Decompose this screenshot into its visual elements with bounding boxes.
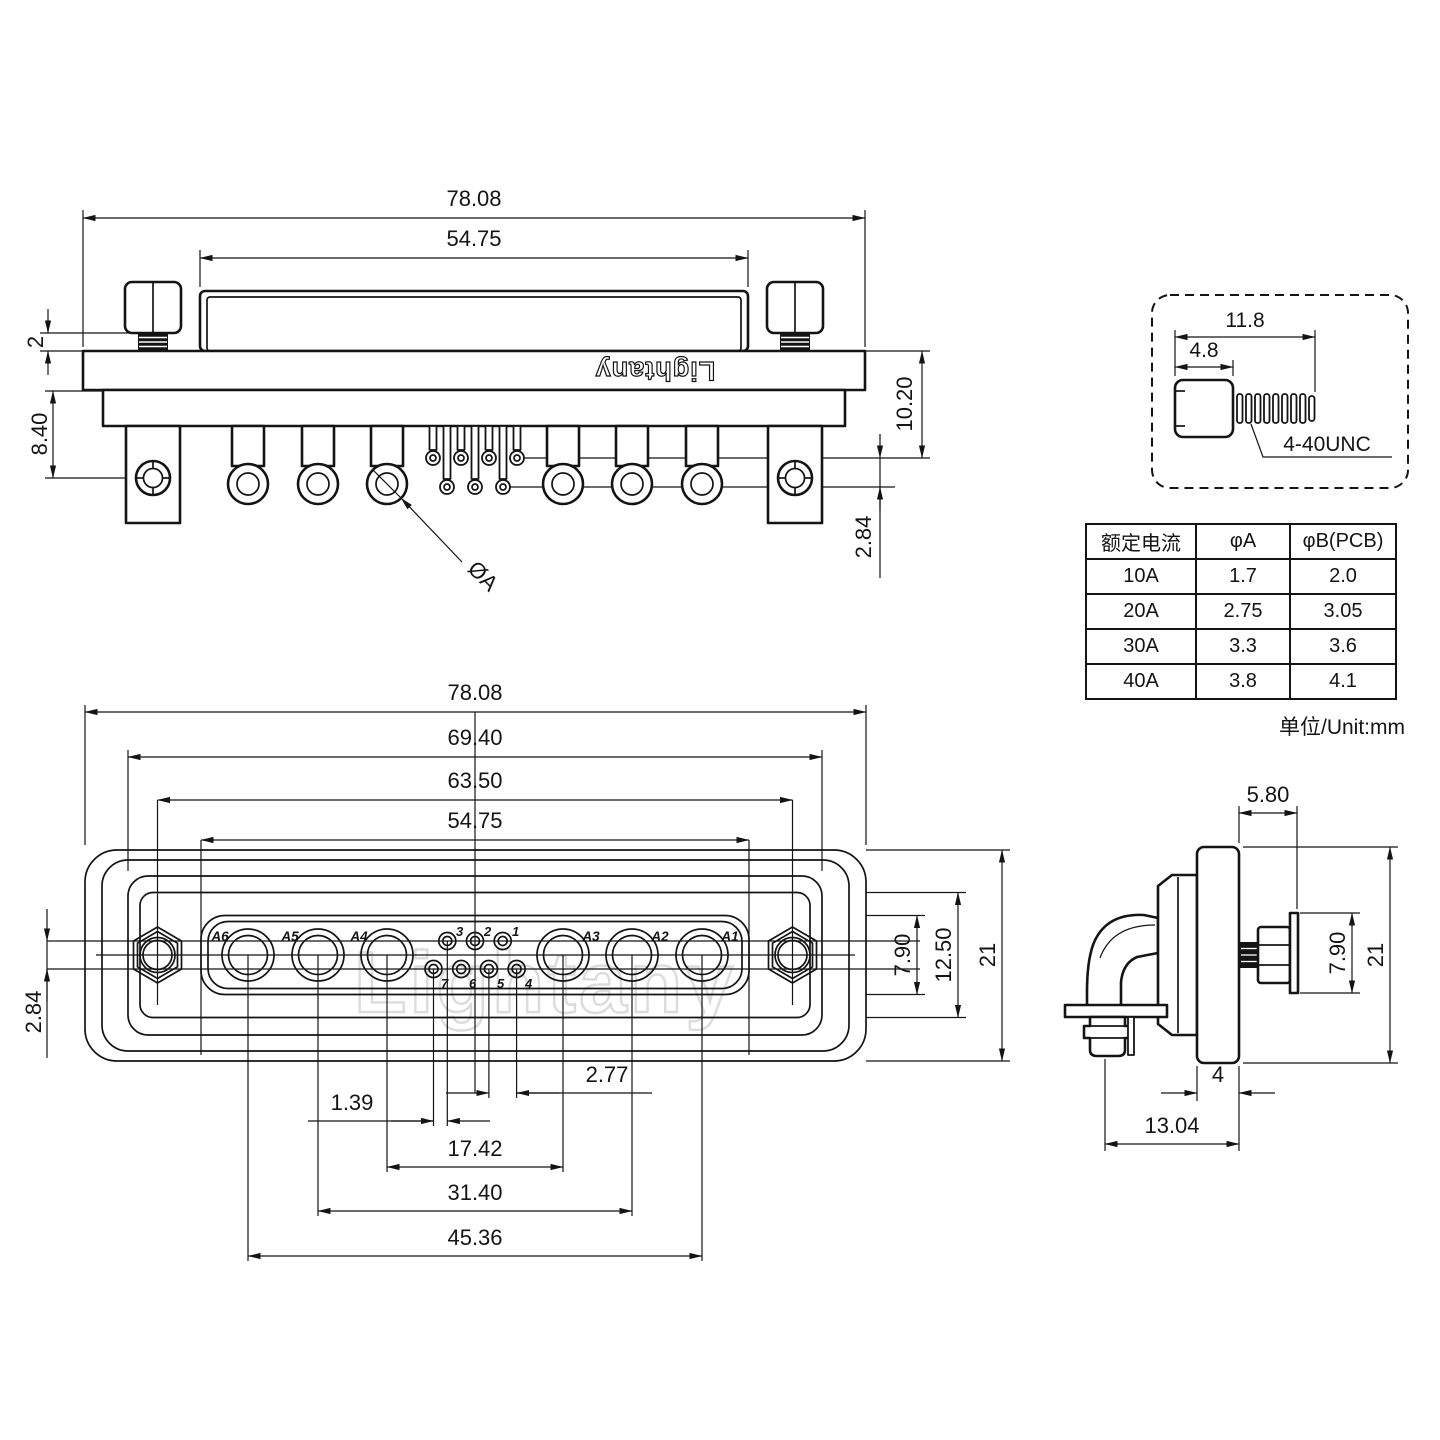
dim-front-insert-height: 12.50 xyxy=(931,927,956,982)
cell-dia-a: 2.75 xyxy=(1195,593,1291,630)
dim-top-overall-width: 78.08 xyxy=(446,186,501,211)
top-left-bracket xyxy=(124,424,182,525)
dim-screw-total-length: 11.8 xyxy=(1225,309,1264,332)
pin-label-3: 3 xyxy=(456,924,464,939)
dim-front-mount-pitch: 63.50 xyxy=(447,768,502,793)
front-view: Lightany xyxy=(21,680,1010,1261)
screw-detail: 11.8 4.8 4-40UNC xyxy=(1151,294,1409,489)
table-row: 40A 3.8 4.1 xyxy=(1085,663,1397,700)
pin-label-7: 7 xyxy=(441,976,449,991)
table-header-row: 额定电流 φA φB(PCB) xyxy=(1085,523,1397,560)
cell-dia-b: 3.6 xyxy=(1289,628,1397,665)
dim-top-thread-exposed: 2 xyxy=(23,336,48,348)
dim-front-shell-height: 7.90 xyxy=(890,934,915,977)
front-left-hex-nut xyxy=(132,926,183,984)
cell-current: 20A xyxy=(1085,593,1197,630)
dim-front-overall-width: 78.08 xyxy=(447,680,502,705)
cell-current: 10A xyxy=(1085,558,1197,595)
screw-detail-dims xyxy=(1174,330,1392,458)
dim-front-overall-height: 21 xyxy=(975,943,1000,967)
front-right-hex-nut xyxy=(767,926,818,984)
cell-dia-a: 3.3 xyxy=(1195,628,1291,665)
pin-label-2: 2 xyxy=(483,924,492,939)
side-view-dimension-lines xyxy=(1104,806,1398,1151)
table-row: 10A 1.7 2.0 xyxy=(1085,558,1397,595)
dim-side-screw-boss: 5.80 xyxy=(1247,782,1290,807)
dim-front-flange-width: 69.40 xyxy=(447,725,502,750)
dim-front-pitch-a6-a1: 45.36 xyxy=(447,1225,502,1250)
pin-label-4: 4 xyxy=(524,976,533,991)
dim-side-overall-height: 21 xyxy=(1363,943,1388,967)
cell-dia-a: 1.7 xyxy=(1195,558,1291,595)
dim-front-shell-width: 54.75 xyxy=(447,808,502,833)
pin-diameter-label: ØA xyxy=(463,556,503,596)
cell-dia-b: 4.1 xyxy=(1289,663,1397,700)
dim-front-signal-pitch: 2.77 xyxy=(586,1062,629,1087)
pin-label-a2: A2 xyxy=(650,929,669,944)
top-signal-pins xyxy=(425,425,525,495)
side-flange xyxy=(1195,845,1241,1065)
dim-front-row-offset: 2.84 xyxy=(21,991,46,1034)
col-header-dia-b: φB(PCB) xyxy=(1289,523,1397,560)
dim-side-screw-dia: 7.90 xyxy=(1325,932,1350,975)
top-right-bracket xyxy=(766,424,824,525)
dim-side-flange-thickness: 4 xyxy=(1212,1062,1224,1087)
top-left-jackscrew xyxy=(123,280,183,351)
pin-label-a5: A5 xyxy=(280,929,299,944)
pin-label-a4: A4 xyxy=(349,929,368,944)
pin-label-1: 1 xyxy=(512,924,519,939)
screw-shape xyxy=(1173,378,1316,439)
cell-current: 30A xyxy=(1085,628,1197,665)
pin-label-a1: A1 xyxy=(720,929,738,944)
side-jackscrew xyxy=(1240,911,1300,995)
front-power-contacts xyxy=(221,928,729,982)
thread-spec-label: 4-40UNC xyxy=(1283,433,1371,456)
cell-dia-b: 3.05 xyxy=(1289,593,1397,630)
current-rating-table: 额定电流 φA φB(PCB) 10A 1.7 2.0 20A 2.75 3.0… xyxy=(1085,523,1397,700)
top-flange xyxy=(81,349,867,392)
side-pcb-bar xyxy=(1063,1003,1169,1019)
front-signal-contacts xyxy=(424,931,526,979)
side-backshell-inner-line xyxy=(1099,924,1156,959)
pin-diameter-leader xyxy=(372,469,463,563)
front-view-dimension-lines xyxy=(43,705,1010,1260)
dim-top-body-height: 10.20 xyxy=(892,376,917,431)
pin-label-a6: A6 xyxy=(210,929,229,944)
dim-top-bracket-offset: 8.40 xyxy=(27,413,52,456)
front-dsub-shell xyxy=(200,914,750,996)
side-view: 5.80 7.90 21 4 13.04 xyxy=(1063,782,1398,1151)
pin-label-5: 5 xyxy=(497,976,505,991)
col-header-dia-a: φA xyxy=(1195,523,1291,560)
dim-front-pitch-a5-a2: 31.40 xyxy=(447,1180,502,1205)
unit-note: 单位/Unit:mm xyxy=(1279,716,1405,739)
side-backshell xyxy=(1085,913,1160,1008)
pin-label-6: 6 xyxy=(469,976,477,991)
dim-top-shroud-width: 54.75 xyxy=(446,226,501,251)
dim-side-depth: 13.04 xyxy=(1144,1113,1199,1138)
brand-logo: Lightany xyxy=(595,356,716,386)
col-header-rated-current: 额定电流 xyxy=(1085,523,1197,560)
cell-dia-b: 2.0 xyxy=(1289,558,1397,595)
dim-screw-head-length: 4.8 xyxy=(1189,339,1218,362)
pin-label-a3: A3 xyxy=(581,929,600,944)
top-insulator xyxy=(101,388,847,428)
top-shroud xyxy=(198,289,750,353)
dim-top-row-offset: 2.84 xyxy=(851,516,876,559)
dim-front-row-stagger: 1.39 xyxy=(331,1090,374,1115)
detail-boundary xyxy=(1151,294,1409,489)
top-right-jackscrew xyxy=(765,280,825,351)
front-dsub-shell-inner xyxy=(207,920,743,990)
dim-front-pitch-a4-a3: 17.42 xyxy=(447,1136,502,1161)
top-view: Lightany xyxy=(23,186,930,596)
side-wire-clamp xyxy=(1082,1015,1135,1058)
table-row: 20A 2.75 3.05 xyxy=(1085,593,1397,630)
cell-dia-a: 3.8 xyxy=(1195,663,1291,700)
cell-current: 40A xyxy=(1085,663,1197,700)
table-row: 30A 3.3 3.6 xyxy=(1085,628,1397,665)
